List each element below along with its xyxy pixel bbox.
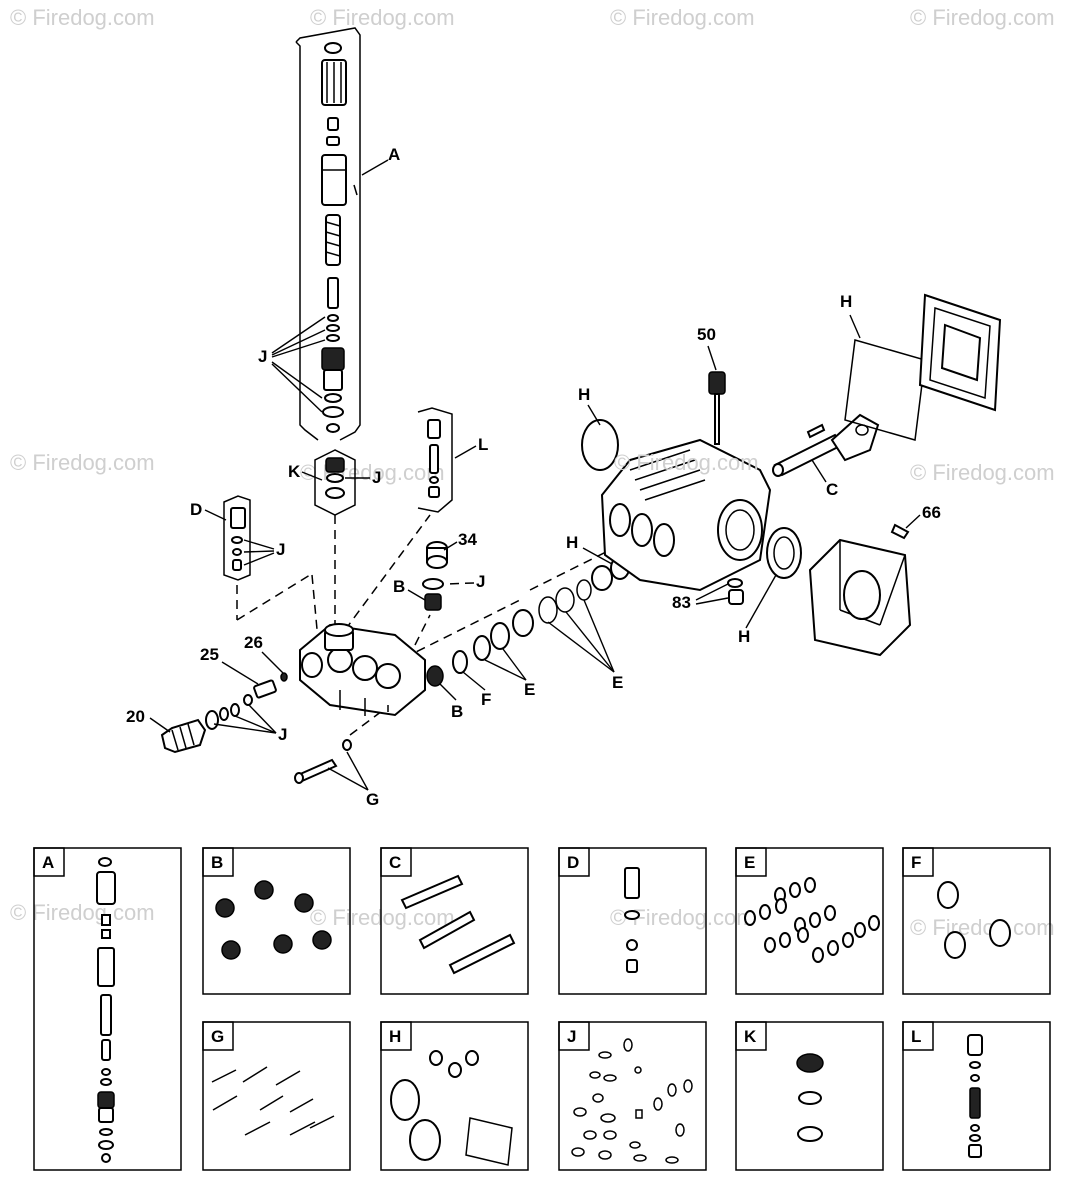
callout-h-gasket: H [840, 292, 852, 311]
watermark-text: © Firedog.com [10, 5, 155, 30]
kit-box-d: D [558, 847, 707, 995]
kit-box-label: K [744, 1027, 757, 1046]
dipstick-50: 50 [697, 325, 726, 445]
drain-plug-83: 83 [672, 578, 744, 612]
callout-c: C [826, 480, 838, 499]
callout-h-cover: H [578, 385, 590, 404]
kit-box-j: J [558, 1021, 707, 1171]
kit-box-label: C [389, 853, 401, 872]
inlet-fittings: 20 25 26 J [126, 633, 288, 754]
assembly-k: K J [288, 449, 381, 516]
callout-l: L [478, 435, 488, 454]
rear-cover-and-gasket: H [840, 292, 1002, 441]
callout-b-lower: B [451, 702, 463, 721]
kit-box-label: J [567, 1027, 576, 1046]
kit-box-label: B [211, 853, 223, 872]
watermark-text: © Firedog.com [310, 5, 455, 30]
callout-25: 25 [200, 645, 219, 664]
kit-box-g: G [202, 1021, 351, 1171]
flange-housing: H 66 [738, 503, 941, 657]
watermark-text: © Firedog.com [10, 450, 155, 475]
callout-j: J [278, 725, 287, 744]
callout-66: 66 [922, 503, 941, 522]
callout-f: F [481, 690, 491, 709]
kit-boxes: A B [33, 847, 1051, 1171]
watermark-text: © Firedog.com [10, 900, 155, 925]
kit-box-c: C [380, 847, 529, 995]
watermark-text: © Firedog.com [610, 5, 755, 30]
callout-j: J [276, 540, 285, 559]
callout-b-upper: B [393, 577, 405, 596]
callout-a: A [388, 145, 400, 164]
watermark-text: © Firedog.com [910, 5, 1055, 30]
manifold [299, 623, 426, 717]
callout-j: J [372, 468, 381, 487]
kit-box-h: H [380, 1021, 529, 1171]
callout-50: 50 [697, 325, 716, 344]
kit-box-label: A [42, 853, 54, 872]
kit-box-a: A [33, 847, 182, 1171]
callout-h: H [566, 533, 578, 552]
callout-e-lower: E [524, 680, 535, 699]
kit-box-label: G [211, 1027, 224, 1046]
seal-stack: B F E E H [426, 533, 630, 721]
callout-k: K [288, 462, 301, 481]
callout-20: 20 [126, 707, 145, 726]
callout-d: D [190, 500, 202, 519]
unloader-assembly-a: A [295, 27, 400, 441]
callout-j: J [476, 572, 485, 591]
callout-26: 26 [244, 633, 263, 652]
watermark-text: © Firedog.com [910, 460, 1055, 485]
kit-box-label: D [567, 853, 579, 872]
watermark-text: © Firedog.com [910, 915, 1055, 940]
watermark-text: © Firedog.com [614, 450, 759, 475]
callout-j: J [258, 347, 267, 366]
shaft-c: C [772, 413, 880, 499]
callout-j-group-upper: J [258, 316, 326, 413]
kit-box-label: F [911, 853, 921, 872]
kit-box-label: L [911, 1027, 921, 1046]
alignment-lines [236, 514, 621, 736]
watermark-text: © Firedog.com [310, 905, 455, 930]
kit-box-l: L [902, 1021, 1051, 1171]
kit-box-label: E [744, 853, 755, 872]
callout-34: 34 [458, 530, 477, 549]
watermarks: © Firedog.com © Firedog.com © Firedog.co… [10, 5, 1055, 940]
kit-box-e: E [735, 847, 884, 995]
callout-h-seal: H [738, 627, 750, 646]
callout-g: G [366, 790, 379, 809]
assembly-d: D J [190, 495, 285, 581]
assembly-l: L [417, 407, 488, 513]
kit-box-f: F [902, 847, 1051, 995]
kit-box-label: H [389, 1027, 401, 1046]
kit-box-k: K [735, 1021, 884, 1171]
bolt-g: G [294, 739, 379, 809]
callout-83: 83 [672, 593, 691, 612]
kit-box-b: B [202, 847, 351, 995]
callout-e-upper: E [612, 673, 623, 692]
watermark-text: © Firedog.com [300, 460, 445, 485]
plug-34: 34 J B [393, 530, 485, 611]
crankcase: H © Firedog.com [578, 385, 772, 592]
